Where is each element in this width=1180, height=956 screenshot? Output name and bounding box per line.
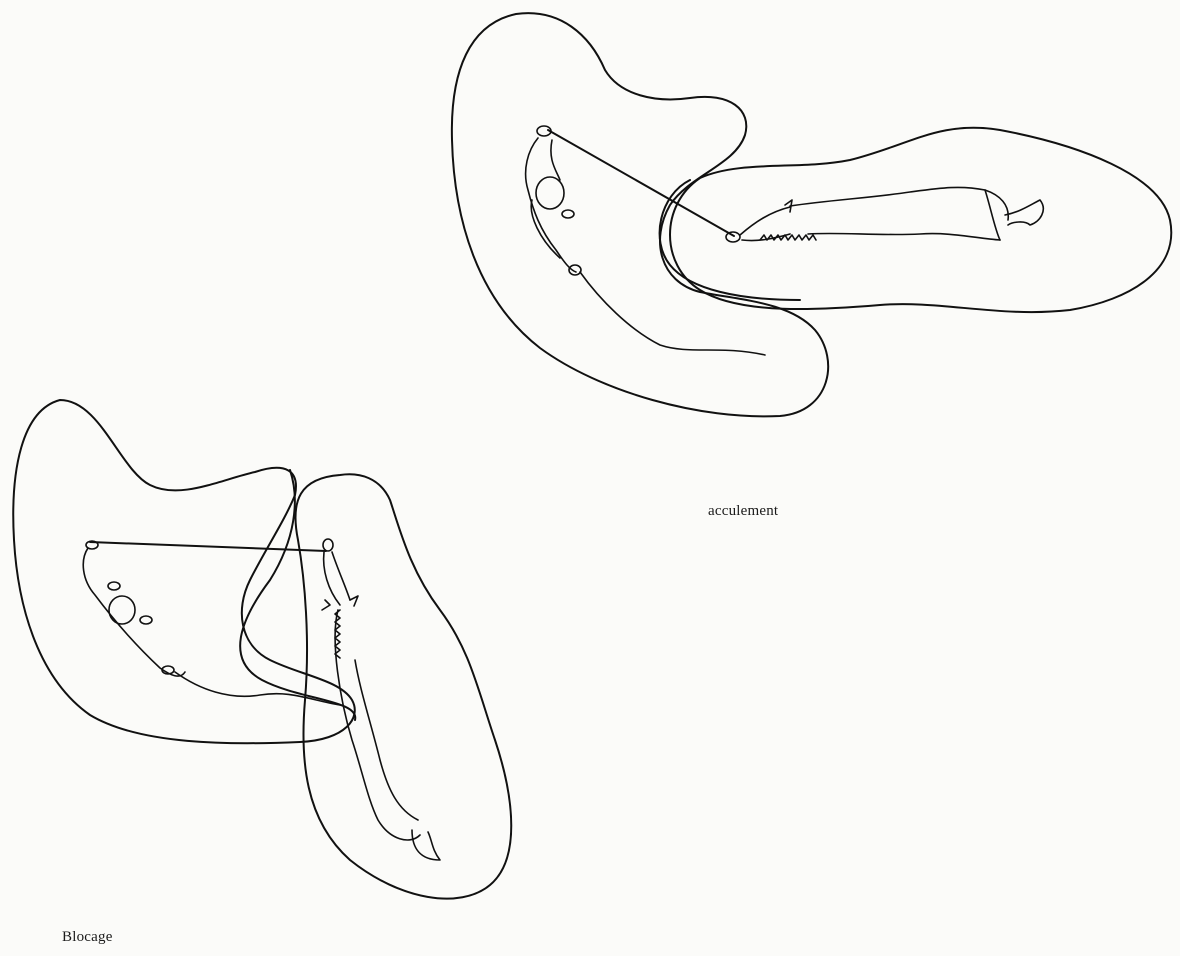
blocage-dragon	[322, 539, 440, 860]
acculement-outer-zone	[452, 13, 828, 416]
acculement-dragon	[726, 187, 1043, 242]
blocage-tether	[90, 542, 326, 551]
blocage-scene	[13, 400, 511, 899]
acculement-scene	[452, 13, 1171, 416]
blocage-crossing-line	[240, 470, 355, 720]
acculement-tether	[548, 130, 734, 236]
caption-acculement: acculement	[708, 503, 778, 520]
blocage-dragon-zone	[295, 474, 511, 898]
acculement-dragon-zone	[670, 128, 1171, 312]
caption-blocage: Blocage	[62, 929, 113, 946]
